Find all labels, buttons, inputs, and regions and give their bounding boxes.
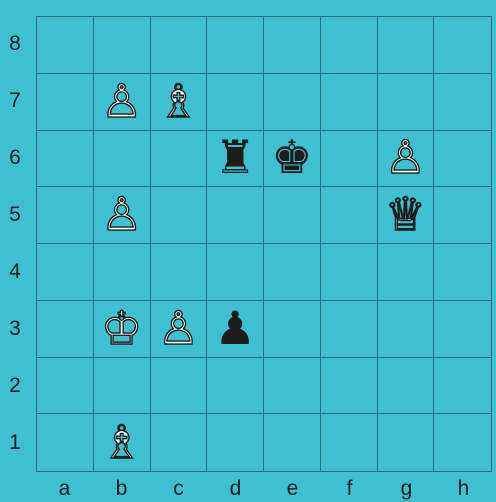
square-b3[interactable]: ♔ — [94, 301, 151, 358]
square-a6[interactable] — [37, 131, 94, 188]
square-d3[interactable]: ♟ — [207, 301, 264, 358]
square-a1[interactable] — [37, 414, 94, 471]
square-h6[interactable] — [434, 131, 491, 188]
square-c7[interactable]: ♗ — [151, 74, 208, 131]
square-e1[interactable] — [264, 414, 321, 471]
square-f4[interactable] — [321, 244, 378, 301]
file-label-f: f — [321, 477, 378, 501]
square-h1[interactable] — [434, 414, 491, 471]
square-h2[interactable] — [434, 358, 491, 415]
square-b4[interactable] — [94, 244, 151, 301]
file-label-b: b — [93, 477, 150, 501]
black-rook-d6[interactable]: ♜ — [215, 134, 256, 180]
rank-label-5: 5 — [0, 203, 30, 227]
rank-label-4: 4 — [0, 260, 30, 284]
square-b6[interactable] — [94, 131, 151, 188]
square-c2[interactable] — [151, 358, 208, 415]
square-c6[interactable] — [151, 131, 208, 188]
square-e4[interactable] — [264, 244, 321, 301]
white-pawn-b7[interactable]: ♙ — [101, 78, 142, 124]
white-pawn-g6[interactable]: ♙ — [385, 134, 426, 180]
square-h4[interactable] — [434, 244, 491, 301]
black-king-e6[interactable]: ♚ — [271, 134, 312, 180]
square-c3[interactable]: ♙ — [151, 301, 208, 358]
square-f2[interactable] — [321, 358, 378, 415]
white-bishop-c7[interactable]: ♗ — [158, 78, 199, 124]
square-c8[interactable] — [151, 17, 208, 74]
white-pawn-c3[interactable]: ♙ — [158, 305, 199, 351]
rank-label-2: 2 — [0, 374, 30, 398]
square-b8[interactable] — [94, 17, 151, 74]
square-g1[interactable] — [378, 414, 435, 471]
file-label-e: e — [264, 477, 321, 501]
white-queen-g5[interactable]: ♕ — [385, 191, 426, 237]
square-g7[interactable] — [378, 74, 435, 131]
square-g6[interactable]: ♙ — [378, 131, 435, 188]
rank-label-1: 1 — [0, 431, 30, 455]
square-f5[interactable] — [321, 187, 378, 244]
square-c4[interactable] — [151, 244, 208, 301]
square-g8[interactable] — [378, 17, 435, 74]
square-e3[interactable] — [264, 301, 321, 358]
square-d1[interactable] — [207, 414, 264, 471]
rank-label-7: 7 — [0, 89, 30, 113]
square-c5[interactable] — [151, 187, 208, 244]
square-b1[interactable]: ♗ — [94, 414, 151, 471]
square-b2[interactable] — [94, 358, 151, 415]
square-a2[interactable] — [37, 358, 94, 415]
square-f3[interactable] — [321, 301, 378, 358]
square-a7[interactable] — [37, 74, 94, 131]
square-b5[interactable]: ♙ — [94, 187, 151, 244]
square-f7[interactable] — [321, 74, 378, 131]
square-e2[interactable] — [264, 358, 321, 415]
chess-board: ♙ ♗ ♜ ♚ ♙ ♙ ♕ ♔ ♙ ♟ ♗ — [36, 16, 492, 472]
white-pawn-b5[interactable]: ♙ — [101, 191, 142, 237]
square-f1[interactable] — [321, 414, 378, 471]
square-e6[interactable]: ♚ — [264, 131, 321, 188]
file-label-a: a — [36, 477, 93, 501]
rank-label-3: 3 — [0, 317, 30, 341]
square-d8[interactable] — [207, 17, 264, 74]
square-a8[interactable] — [37, 17, 94, 74]
square-a5[interactable] — [37, 187, 94, 244]
square-h5[interactable] — [434, 187, 491, 244]
square-d2[interactable] — [207, 358, 264, 415]
square-h8[interactable] — [434, 17, 491, 74]
rank-label-8: 8 — [0, 32, 30, 56]
square-g3[interactable] — [378, 301, 435, 358]
square-b7[interactable]: ♙ — [94, 74, 151, 131]
square-d5[interactable] — [207, 187, 264, 244]
square-g4[interactable] — [378, 244, 435, 301]
black-pawn-d3[interactable]: ♟ — [215, 305, 256, 351]
square-a3[interactable] — [37, 301, 94, 358]
white-king-b3[interactable]: ♔ — [101, 305, 142, 351]
white-bishop-b1[interactable]: ♗ — [101, 419, 142, 465]
square-h3[interactable] — [434, 301, 491, 358]
square-h7[interactable] — [434, 74, 491, 131]
square-f8[interactable] — [321, 17, 378, 74]
file-label-d: d — [207, 477, 264, 501]
square-d6[interactable]: ♜ — [207, 131, 264, 188]
file-label-h: h — [435, 477, 492, 501]
square-c1[interactable] — [151, 414, 208, 471]
square-d7[interactable] — [207, 74, 264, 131]
rank-label-6: 6 — [0, 146, 30, 170]
square-e7[interactable] — [264, 74, 321, 131]
square-f6[interactable] — [321, 131, 378, 188]
square-e8[interactable] — [264, 17, 321, 74]
square-a4[interactable] — [37, 244, 94, 301]
file-label-g: g — [378, 477, 435, 501]
file-label-c: c — [150, 477, 207, 501]
square-e5[interactable] — [264, 187, 321, 244]
square-g5[interactable]: ♕ — [378, 187, 435, 244]
square-g2[interactable] — [378, 358, 435, 415]
square-d4[interactable] — [207, 244, 264, 301]
